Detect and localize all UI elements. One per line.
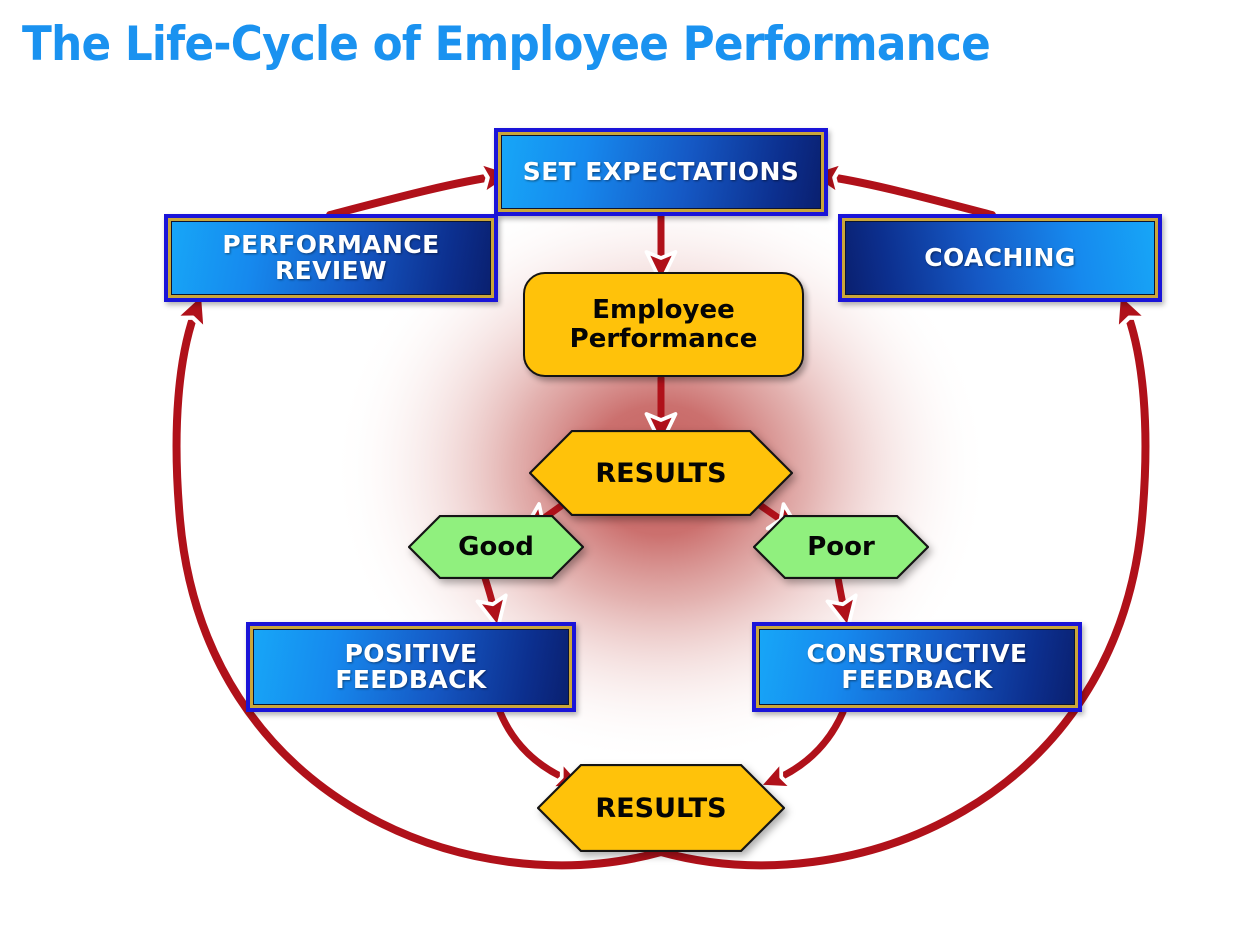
node-positive-feedback-label-line1: POSITIVE [344, 638, 478, 668]
node-performance-review-label-line2: REVIEW [274, 256, 388, 285]
node-coaching[interactable]: COACHING [838, 214, 1162, 302]
node-coaching-label: COACHING [924, 242, 1076, 272]
node-employee-performance-label-line1: Employee [592, 294, 735, 325]
edge-performance-review-to-set-expectations [326, 159, 517, 219]
edge-positive-feedback-to-results-bottom [496, 708, 586, 791]
hexagon-shape [408, 515, 584, 579]
edge-results-bottom-to-coaching [657, 289, 1150, 870]
node-employee-performance-label-line2: Performance [569, 323, 758, 354]
page-title: The Life-Cycle of Employee Performance [22, 17, 991, 72]
node-employee-performance[interactable]: Employee Performance [523, 272, 804, 377]
node-constructive-feedback-label-line2: FEEDBACK [841, 665, 993, 694]
hexagon-shape [529, 430, 793, 516]
edge-results-bottom-to-performance-review [172, 289, 665, 870]
hexagon-shape [537, 764, 785, 852]
node-positive-feedback-label-line2: FEEDBACK [335, 665, 487, 694]
node-results-top[interactable]: RESULTS [529, 430, 793, 516]
node-performance-review[interactable]: PERFORMANCE REVIEW [164, 214, 498, 302]
node-poor-label: Poor [807, 532, 875, 562]
node-set-expectations[interactable]: SET EXPECTATIONS [494, 128, 828, 216]
edge-constructive-feedback-to-results-bottom [757, 708, 847, 791]
edge-poor-to-constructive-feedback [825, 574, 858, 630]
node-set-expectations-label: SET EXPECTATIONS [522, 156, 800, 186]
node-results-bottom-label: RESULTS [595, 792, 727, 824]
node-good-label: Good [458, 532, 534, 562]
node-positive-feedback[interactable]: POSITIVE FEEDBACK [246, 622, 576, 712]
node-performance-review-label-line1: PERFORMANCE [222, 229, 440, 259]
node-poor[interactable]: Poor [753, 515, 929, 579]
node-results-top-label: RESULTS [595, 457, 727, 489]
node-good[interactable]: Good [408, 515, 584, 579]
node-results-bottom[interactable]: RESULTS [537, 764, 785, 852]
edge-coaching-to-set-expectations [805, 159, 996, 219]
hexagon-shape [753, 515, 929, 579]
edge-good-to-positive-feedback [475, 574, 508, 630]
node-constructive-feedback-label-line1: CONSTRUCTIVE [806, 638, 1028, 668]
node-constructive-feedback[interactable]: CONSTRUCTIVE FEEDBACK [752, 622, 1082, 712]
